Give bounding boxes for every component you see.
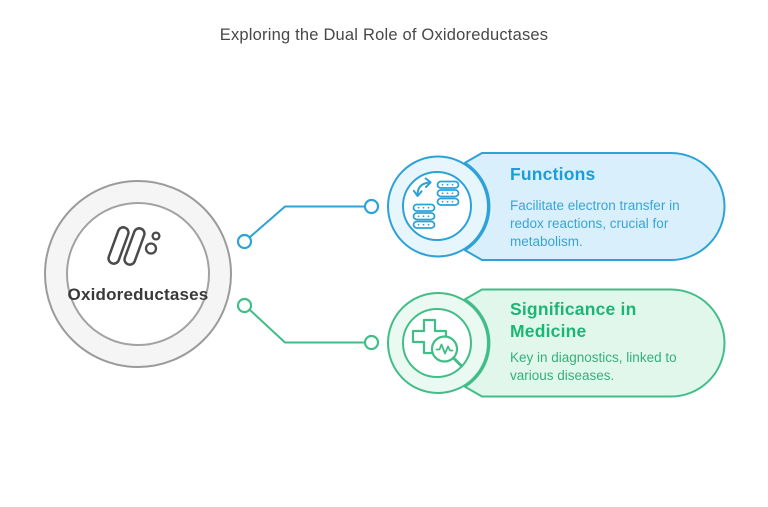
center-node-label: Oxidoreductases — [67, 285, 209, 304]
page-title: Exploring the Dual Role of Oxidoreductas… — [219, 26, 549, 44]
significance-card-shape — [464, 288, 726, 398]
center-inner-circle — [66, 202, 210, 346]
functions-card-title: Functions — [510, 164, 596, 184]
functions-description-line: Facilitate electron transfer in — [510, 198, 680, 213]
significance-title-line: Medicine — [510, 320, 587, 341]
significance-card — [387, 288, 726, 398]
significance-description-line: various diseases. — [510, 367, 615, 383]
functions-connector — [236, 198, 380, 250]
functions-description-line: metabolism. — [510, 234, 583, 249]
center-node — [44, 180, 232, 368]
significance-connector-dot-left — [236, 297, 253, 314]
significance-title-line: Significance in — [510, 299, 637, 319]
functions-badge-inner — [402, 171, 472, 241]
functions-card — [387, 152, 726, 261]
significance-connector — [236, 297, 380, 351]
functions-connector-dot-left — [236, 233, 253, 250]
significance-description-line: Key in diagnostics, linked to — [510, 350, 677, 365]
functions-connector-line — [249, 205, 365, 238]
functions-card-description: Facilitate electron transfer in redox re… — [510, 197, 720, 251]
molecule-icon — [107, 226, 161, 266]
functions-description-line: redox reactions, crucial for — [510, 216, 669, 231]
database-transfer-icon — [412, 177, 460, 229]
functions-card-shape — [464, 152, 726, 261]
medical-search-icon — [411, 318, 463, 368]
significance-card-title: Significance in Medicine — [510, 299, 700, 342]
significance-card-description: Key in diagnostics, linked to various di… — [510, 349, 725, 384]
functions-connector-dot-right — [363, 198, 380, 215]
significance-connector-line — [249, 309, 365, 344]
significance-connector-dot-right — [363, 334, 380, 351]
